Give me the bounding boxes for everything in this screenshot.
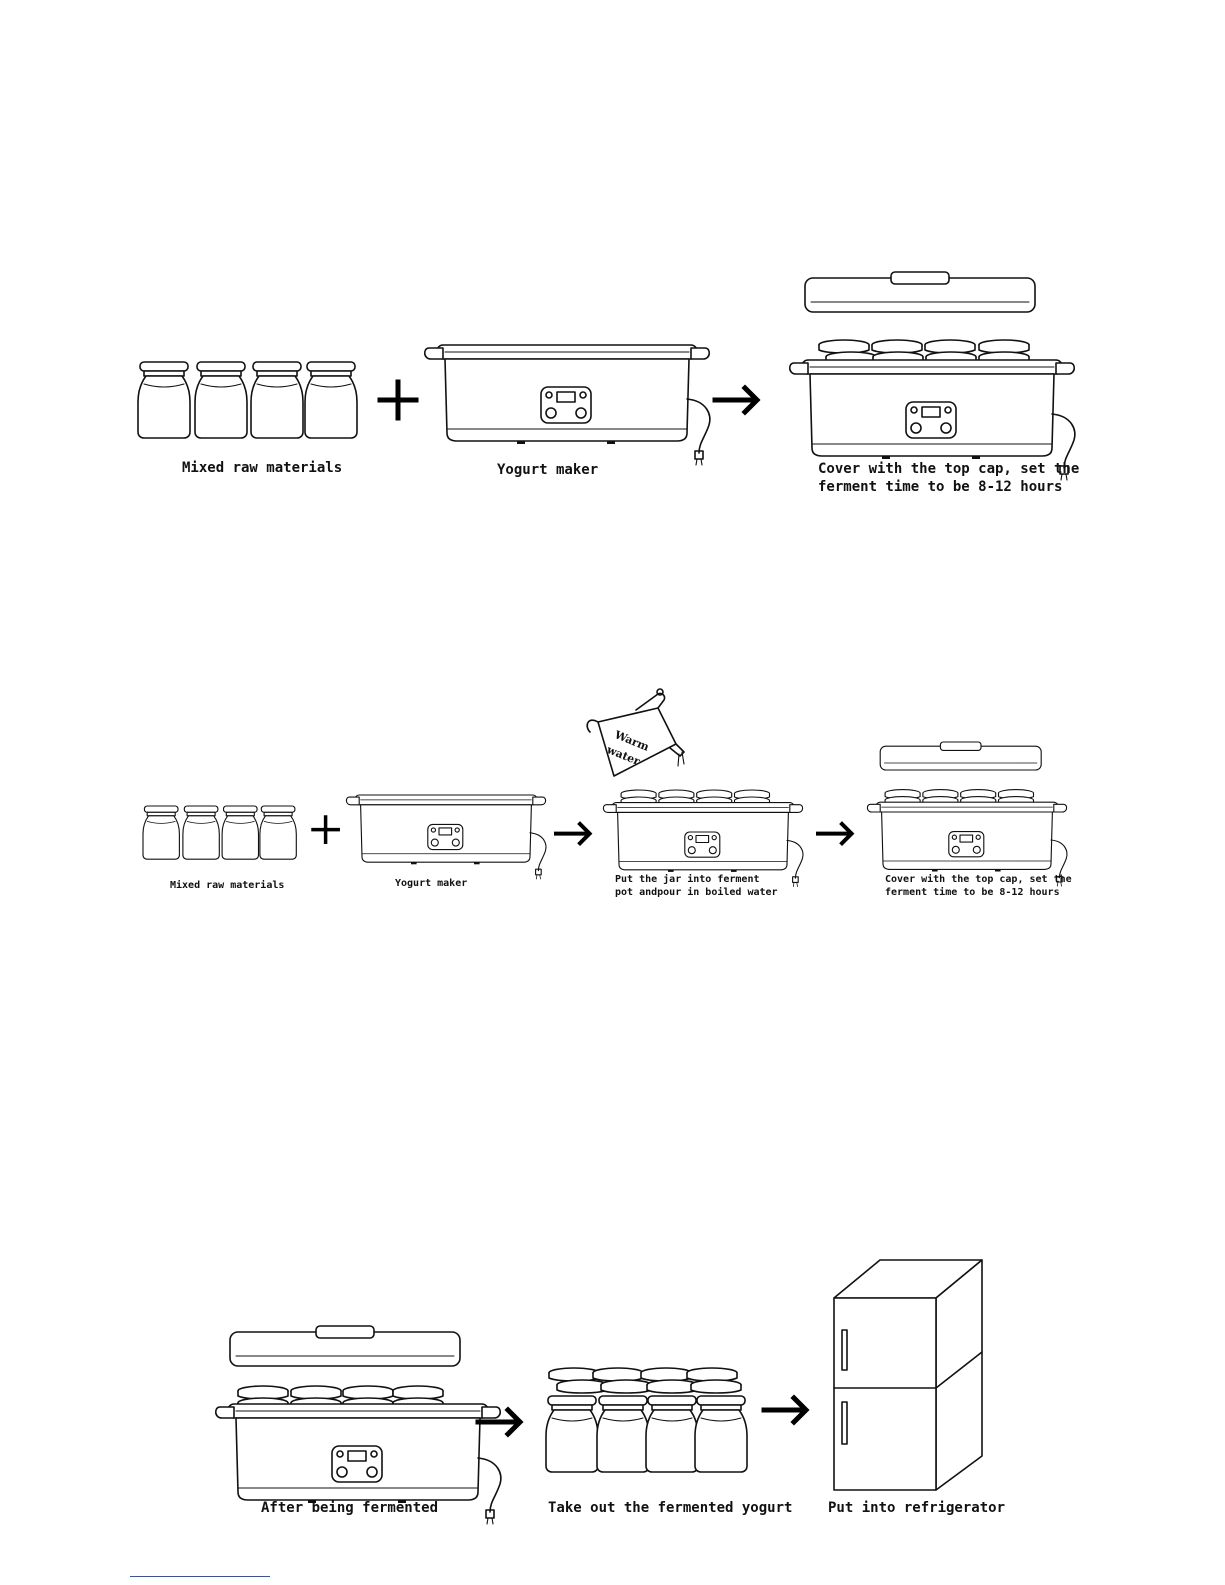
- s3-fermented-assembly: [214, 1325, 502, 1525]
- s2-caption-pour-1: Put the jar into ferment: [615, 874, 760, 885]
- s2-arrow-icon-1: [556, 824, 590, 843]
- s1-caption-maker: Yogurt maker: [497, 462, 599, 478]
- footer-underline: [130, 1576, 270, 1577]
- s1-top-cap: [804, 271, 1036, 313]
- s1-jar-3: [250, 361, 304, 439]
- s1-result-assembly: [788, 271, 1076, 481]
- s1-caption-result-2: ferment time to be 8-12 hours: [818, 479, 1063, 495]
- s3-caption-fridge: Put into refrigerator: [828, 1500, 1006, 1516]
- s1-arrow-icon: [715, 388, 757, 412]
- s3-caption-takeout: Take out the fermented yogurt: [548, 1500, 793, 1516]
- s2-yogurt-maker: [345, 794, 547, 880]
- s2-maker-with-jars: [602, 789, 804, 888]
- s2-caption-result-2: ferment time to be 8-12 hours: [885, 887, 1060, 898]
- s1-plus-icon: [380, 382, 416, 418]
- s1-jar-1: [137, 361, 191, 439]
- s2-caption-result-1: Cover with the top cap, set the: [885, 874, 1072, 885]
- s2-caption-pour-2: pot andpour in boiled water: [615, 887, 778, 898]
- s2-plus-icon: [311, 815, 340, 844]
- s1-caption-result-1: Cover with the top cap, set the: [818, 461, 1080, 477]
- s1-jar-2: [194, 361, 248, 439]
- s3-takeout-jars: [545, 1367, 748, 1473]
- s2-caption-jars: Mixed raw materials: [170, 880, 285, 891]
- s2-kettle: Warm water: [586, 688, 685, 777]
- s2-jars-group: [142, 805, 297, 860]
- s1-jars-group: [137, 361, 358, 439]
- s2-arrow-icon-2: [818, 824, 852, 843]
- s1-jar-4: [304, 361, 358, 439]
- s1-caption-jars: Mixed raw materials: [182, 460, 343, 476]
- s1-yogurt-maker: [423, 344, 711, 466]
- s3-caption-fermented: After being fermented: [261, 1500, 439, 1516]
- s2-caption-maker: Yogurt maker: [395, 878, 468, 889]
- s3-arrow-icon-2: [764, 1398, 806, 1422]
- s3-refrigerator: [833, 1259, 983, 1491]
- s2-result-assembly: [866, 741, 1068, 887]
